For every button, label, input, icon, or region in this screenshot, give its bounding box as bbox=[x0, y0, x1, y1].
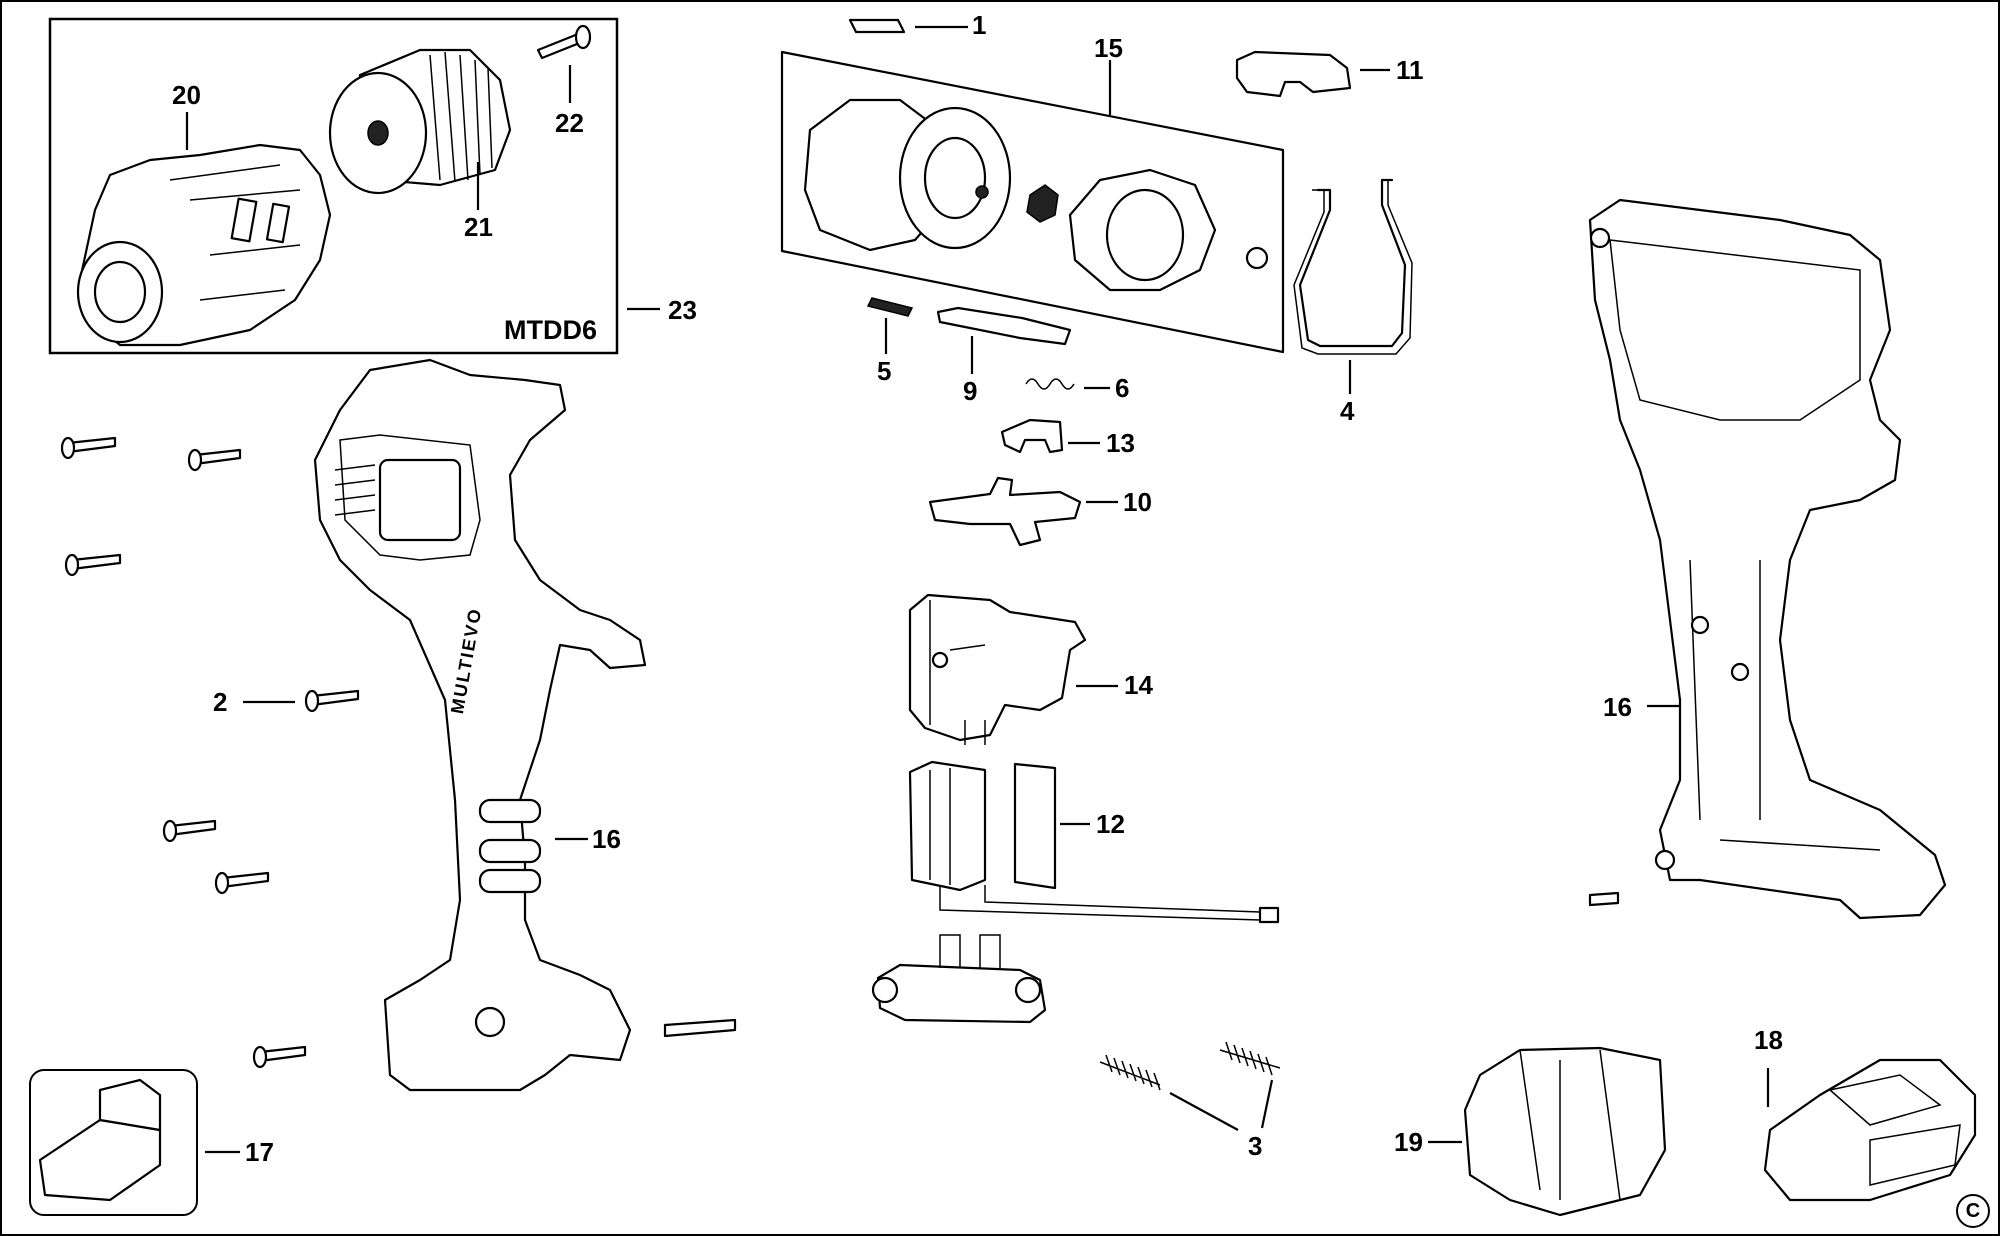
part-11 bbox=[1235, 50, 1390, 98]
callout-4: 4 bbox=[1340, 396, 1355, 426]
callout-15: 15 bbox=[1094, 33, 1123, 63]
callout-6: 6 bbox=[1115, 373, 1130, 403]
callout-2: 2 bbox=[213, 687, 228, 717]
callout-14: 14 bbox=[1124, 670, 1153, 700]
part-15-motor bbox=[780, 50, 1285, 354]
part-4-bracket bbox=[1293, 178, 1413, 394]
battery-terminal-block bbox=[871, 934, 1047, 1024]
part-3-springs bbox=[1099, 1041, 1281, 1131]
part-16-housing-left bbox=[313, 358, 647, 1092]
copyright-mark: C bbox=[1956, 1194, 1990, 1228]
part-1 bbox=[848, 18, 968, 34]
kit-box-23 bbox=[48, 17, 660, 355]
part-18-battery bbox=[1763, 1058, 1977, 1202]
part-12-sensor bbox=[908, 760, 1280, 924]
callout-17: 17 bbox=[245, 1137, 274, 1167]
callout-22: 22 bbox=[555, 108, 584, 138]
callout-13: 13 bbox=[1106, 428, 1135, 458]
callout-19: 19 bbox=[1394, 1127, 1423, 1157]
callout-11: 11 bbox=[1396, 55, 1424, 85]
callout-18: 18 bbox=[1754, 1025, 1783, 1055]
part-19-charger bbox=[1428, 1046, 1667, 1217]
part-21-chuck bbox=[328, 48, 512, 210]
callout-23: 23 bbox=[668, 295, 697, 325]
callout-16-right: 16 bbox=[1603, 692, 1632, 722]
callout-10: 10 bbox=[1123, 487, 1152, 517]
part-14-switch bbox=[908, 593, 1118, 745]
callout-9: 9 bbox=[963, 376, 978, 406]
callout-16-left: 16 bbox=[592, 824, 621, 854]
part-5-pin bbox=[866, 297, 914, 354]
part-20-gearbox bbox=[76, 112, 332, 347]
part-9-plate bbox=[936, 306, 1072, 374]
part-16-housing-right bbox=[1588, 198, 1947, 920]
part-22-screw bbox=[536, 24, 592, 103]
part-10 bbox=[928, 476, 1118, 547]
callout-5: 5 bbox=[877, 356, 892, 386]
callout-21: 21 bbox=[464, 212, 493, 242]
kit-label: MTDD6 bbox=[504, 315, 597, 345]
callout-1: 1 bbox=[972, 10, 987, 40]
housing-screws bbox=[60, 436, 737, 1069]
callout-20: 20 bbox=[172, 80, 201, 110]
part-13 bbox=[1000, 418, 1100, 454]
callout-12: 12 bbox=[1096, 809, 1125, 839]
part-6-spring bbox=[1025, 378, 1110, 390]
callout-3: 3 bbox=[1248, 1131, 1263, 1161]
part-17-case bbox=[29, 1069, 240, 1216]
